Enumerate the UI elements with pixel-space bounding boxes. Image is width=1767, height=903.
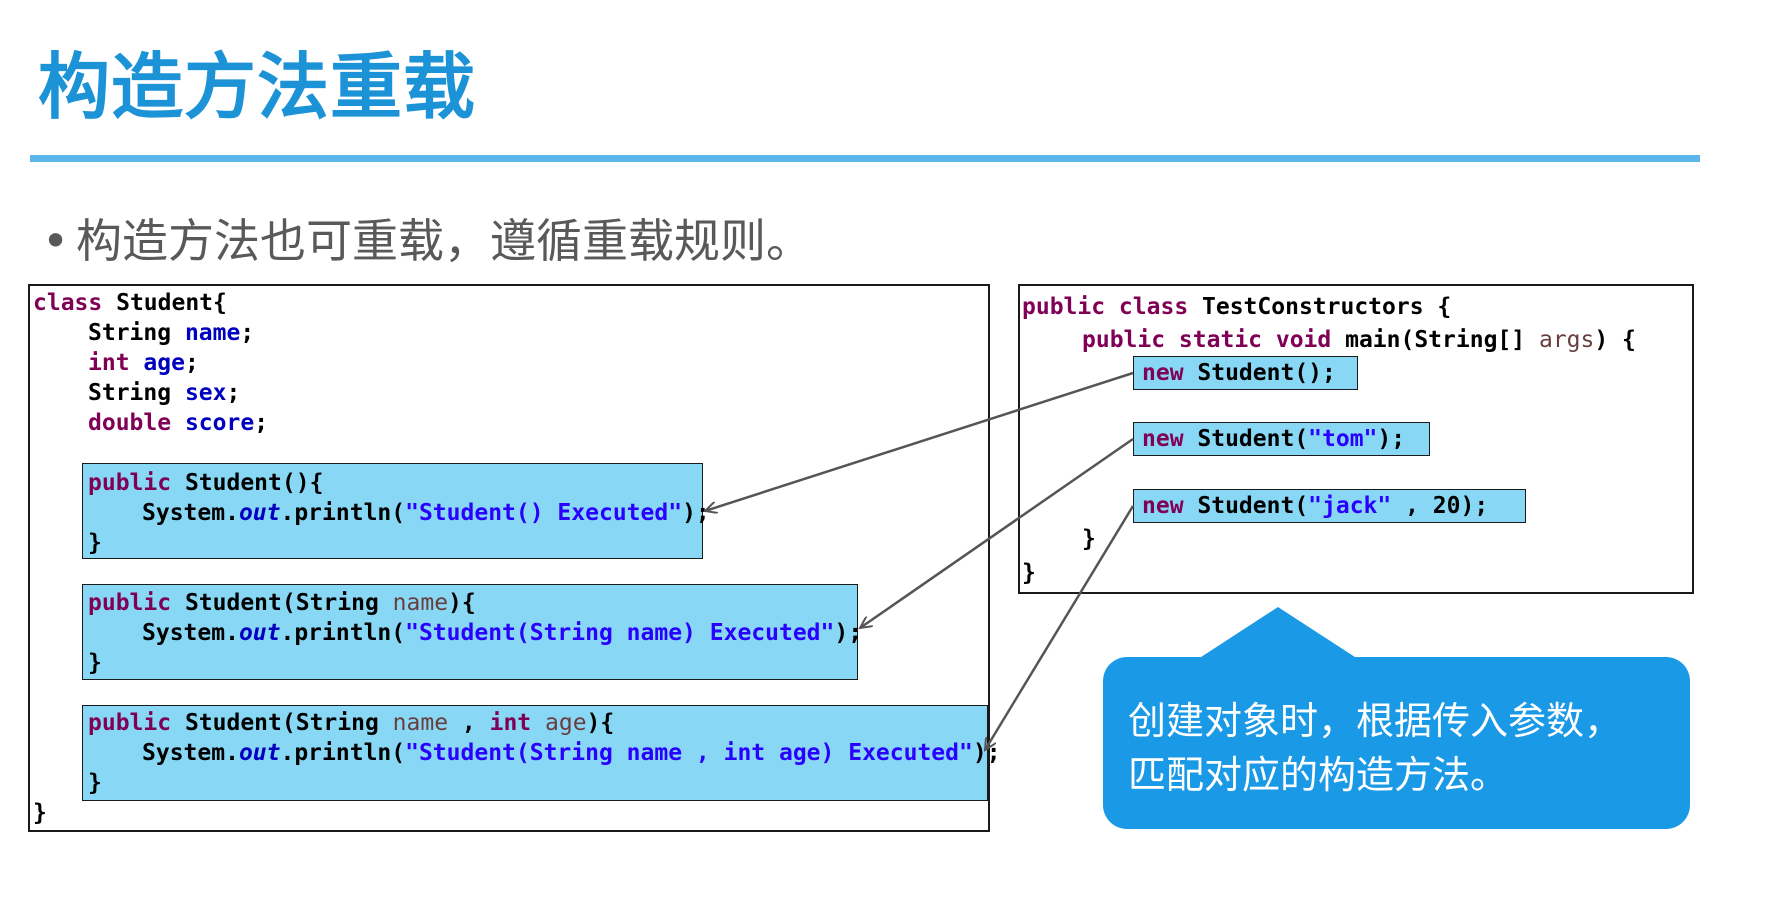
slide-title: 构造方法重载 xyxy=(38,45,477,129)
ctor1-body: System.out.println("Student() Executed")… xyxy=(142,500,710,526)
ctor2-close: } xyxy=(88,650,102,676)
call2-highlight xyxy=(1133,422,1430,456)
main-close-brace: } xyxy=(1082,526,1096,552)
ctor3-highlight xyxy=(82,705,988,801)
code-line-field-sex: String sex; xyxy=(88,380,241,406)
call3-highlight xyxy=(1133,489,1526,523)
ctor2-highlight xyxy=(82,584,858,680)
ctor3-body: System.out.println("Student(String name … xyxy=(142,740,1001,766)
ctor3-header: public Student(String name , int age){ xyxy=(88,710,615,736)
code-line-field-score: double score; xyxy=(88,410,269,436)
ctor2-header: public Student(String name){ xyxy=(88,590,476,616)
arrow-call3-to-ctor3 xyxy=(985,505,1135,750)
ctor1-highlight xyxy=(82,463,703,559)
class-close-brace: } xyxy=(33,800,47,826)
test-class-header: public class TestConstructors { xyxy=(1022,294,1452,320)
ctor1-close: } xyxy=(88,530,102,556)
arrow-call1-to-ctor1 xyxy=(705,371,1134,511)
bullet-text: 构造方法也可重载，遵循重载规则。 xyxy=(76,214,812,268)
call-one-arg: new Student("tom"); xyxy=(1142,426,1406,452)
test-class-close-brace: } xyxy=(1022,560,1036,586)
call-two-args: new Student("jack" , 20); xyxy=(1142,493,1489,519)
callout-text: 创建对象时，根据传入参数， 匹配对应的构造方法。 xyxy=(1128,694,1678,802)
code-line-class: class Student{ xyxy=(33,290,227,316)
ctor3-close: } xyxy=(88,770,102,796)
callout-line-2: 匹配对应的构造方法。 xyxy=(1128,753,1509,797)
code-line-field-age: int age; xyxy=(88,350,199,376)
callout-bubble xyxy=(1103,657,1690,829)
callout-line-1: 创建对象时，根据传入参数， xyxy=(1128,699,1623,743)
ctor1-header: public Student(){ xyxy=(88,470,324,496)
callout-pointer xyxy=(1198,607,1358,659)
arrow-call2-to-ctor2 xyxy=(860,437,1134,628)
bullet-point: •构造方法也可重载，遵循重载规则。 xyxy=(42,205,812,271)
ctor2-body: System.out.println("Student(String name)… xyxy=(142,620,863,646)
call1-highlight xyxy=(1133,356,1358,390)
title-underline xyxy=(30,155,1700,162)
code-line-field-name: String name; xyxy=(88,320,255,346)
call-no-arg: new Student(); xyxy=(1142,360,1336,386)
main-method-header: public static void main(String[] args) { xyxy=(1082,327,1636,353)
